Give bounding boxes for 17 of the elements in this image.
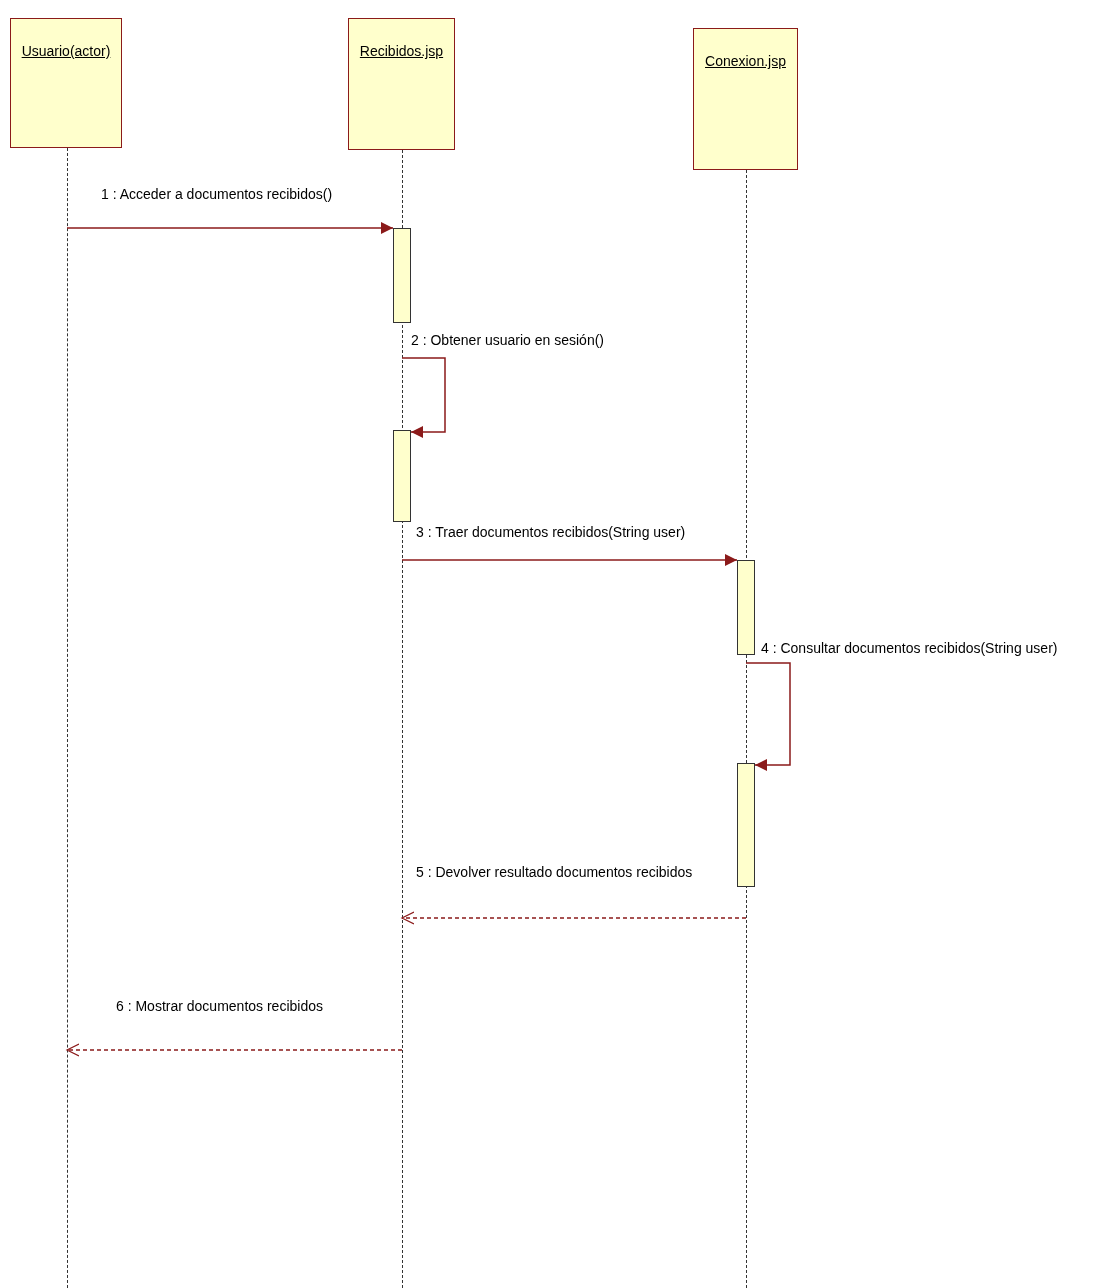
lifeline-name: Conexion.jsp [705,52,786,71]
message-arrow [401,911,747,925]
lifeline-head [348,18,455,150]
activation-bar [737,560,755,655]
activation-bar [737,763,755,887]
lifeline-name: Usuario(actor) [21,42,111,61]
message-arrow [745,662,791,771]
lifeline-head [10,18,122,148]
lifeline-name: Recibidos.jsp [359,42,444,61]
message-arrow [401,554,738,566]
activation-bar [393,430,411,522]
lifeline [67,148,68,1288]
message-arrow [66,1043,403,1057]
message-arrow [66,222,394,234]
lifeline-head [693,28,798,170]
message-arrow [401,357,446,438]
activation-bar [393,228,411,323]
